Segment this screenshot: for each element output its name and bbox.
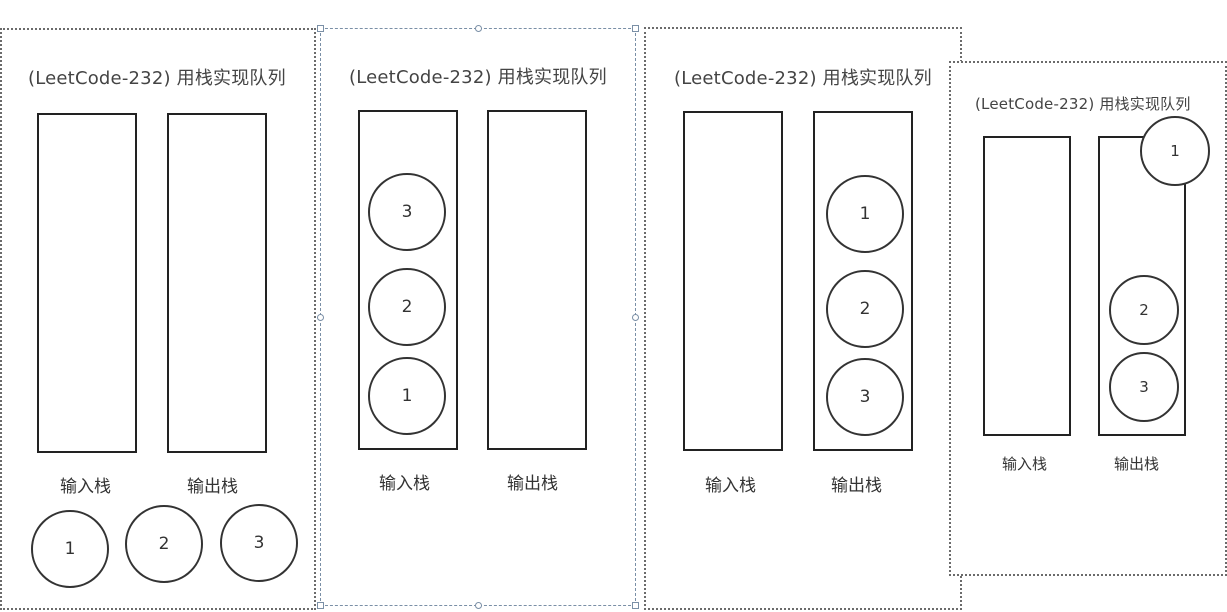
output-stack-label: 输出栈: [1114, 455, 1160, 473]
resize-handle[interactable]: [475, 25, 482, 32]
panel-title: (LeetCode-232) 用栈实现队列: [349, 67, 607, 88]
resize-handle[interactable]: [632, 602, 639, 609]
element-ball: 2: [826, 270, 904, 348]
resize-handle[interactable]: [632, 25, 639, 32]
resize-handle[interactable]: [632, 314, 639, 321]
element-ball: 2: [1109, 275, 1179, 345]
panel-title: (LeetCode-232) 用栈实现队列: [28, 68, 286, 89]
input-stack-label: 输入栈: [379, 474, 430, 494]
resize-handle[interactable]: [475, 602, 482, 609]
input-stack: [683, 111, 783, 451]
element-ball: 1: [826, 175, 904, 253]
resize-handle[interactable]: [317, 25, 324, 32]
input-stack-label: 输入栈: [1002, 455, 1048, 473]
element-ball: 1: [368, 357, 446, 435]
panel-title: (LeetCode-232) 用栈实现队列: [674, 68, 932, 89]
output-stack-label: 输出栈: [507, 474, 558, 494]
input-stack-label: 输入栈: [60, 477, 111, 497]
panel-step-1: (LeetCode-232) 用栈实现队列 输入栈 输出栈 1 2 3: [0, 28, 316, 610]
resize-handle[interactable]: [317, 602, 324, 609]
element-ball: 1: [31, 510, 109, 588]
input-stack: [37, 113, 137, 453]
panel-step-2[interactable]: (LeetCode-232) 用栈实现队列 3 2 1 输入栈 输出栈: [317, 25, 639, 609]
resize-handle[interactable]: [317, 314, 324, 321]
output-stack-label: 输出栈: [831, 476, 882, 496]
element-ball: 2: [368, 268, 446, 346]
element-ball: 3: [826, 358, 904, 436]
element-ball: 3: [1109, 352, 1179, 422]
element-ball: 3: [220, 504, 298, 582]
panel-title: (LeetCode-232) 用栈实现队列: [975, 95, 1191, 113]
output-stack: [487, 110, 587, 450]
element-ball: 3: [368, 173, 446, 251]
panel-step-4: (LeetCode-232) 用栈实现队列 2 3 1 输入栈 输出栈: [949, 61, 1227, 576]
output-stack: [167, 113, 267, 453]
element-ball: 2: [125, 505, 203, 583]
input-stack-label: 输入栈: [705, 476, 756, 496]
input-stack: [983, 136, 1071, 436]
output-stack-label: 输出栈: [187, 477, 238, 497]
panel-step-3: (LeetCode-232) 用栈实现队列 1 2 3 输入栈 输出栈: [644, 27, 962, 610]
popped-element-ball: 1: [1140, 116, 1210, 186]
